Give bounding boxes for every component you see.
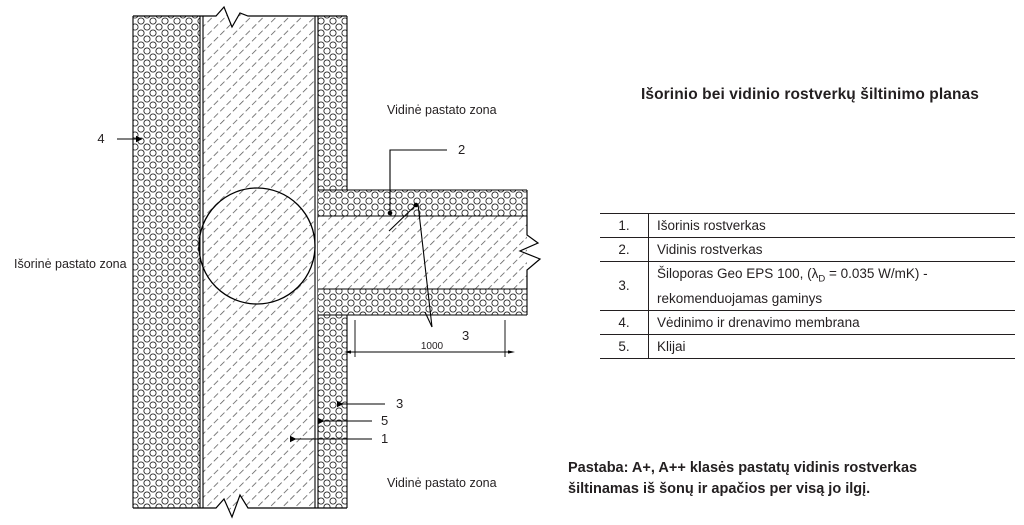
legend-number: 3. [600, 261, 649, 311]
legend-description-line2: rekomenduojamas gaminys [657, 290, 823, 306]
callout-3-upper-leader [388, 202, 419, 232]
legend-table: 1. Išorinis rostverkas 2. Vidinis rostve… [600, 213, 1015, 359]
legend-description: Vidinis rostverkas [657, 242, 763, 257]
legend-description-part: Šiloporas Geo EPS 100, ( [657, 266, 812, 281]
info-panel: Išorinio bei vidinio rostverkų šiltinimo… [560, 0, 1024, 525]
page-title: Išorinio bei vidinio rostverkų šiltinimo… [640, 86, 980, 103]
table-row: 1. Išorinis rostverkas [600, 213, 1015, 238]
outer-insulation-layer [133, 10, 200, 514]
lambda-subscript: D [818, 273, 826, 285]
zone-label-interior-top: Vidinė pastato zona [387, 103, 497, 117]
legend-number: 4. [600, 310, 649, 335]
dimension-1000-group: 1000 [343, 320, 516, 357]
beam-break-symbol [518, 216, 542, 289]
table-row: 5. Klijai [600, 334, 1015, 359]
zone-label-interior-bottom: Vidinė pastato zona [387, 476, 497, 490]
section-drawing-panel: 4 2 3 1000 3 5 [14, 5, 542, 519]
legend-number: 1. [600, 213, 649, 238]
legend-description-part: = 0.035 W/mK) - [825, 266, 928, 281]
table-row: 3. Šiloporas Geo EPS 100, (λD = 0.035 W/… [600, 261, 1016, 311]
callout-1-group: 1 [290, 431, 388, 446]
wall-top-break-symbol [133, 5, 347, 29]
beam-top-insulation [318, 190, 527, 216]
beam-bottom-insulation [318, 289, 527, 315]
legend-number: 2. [600, 237, 649, 262]
legend-description: Šiloporas Geo EPS 100, (λD = 0.035 W/mK)… [649, 262, 1016, 311]
callout-4-group: 4 [97, 131, 143, 146]
legend-description: Klijai [657, 338, 686, 354]
note-line-2: šiltinamas iš šonų ir apačios per visą j… [568, 481, 871, 497]
legend-description: Išorinis rostverkas [657, 218, 766, 233]
concrete-wall-core [203, 10, 315, 514]
table-row: 2. Vidinis rostverkas [600, 237, 1015, 262]
callout-5-label: 5 [381, 413, 388, 428]
callout-3-leader-hook [424, 311, 433, 328]
callout-3-long-leader [417, 203, 433, 328]
callout-2-group: 2 [387, 142, 465, 216]
note-block: Pastaba: A+, A++ klasės pastatų vidinis … [568, 458, 1024, 500]
beam-concrete-body [318, 216, 527, 289]
callout-3-beam-label: 3 [462, 328, 469, 343]
wall-bottom-break-symbol [133, 493, 347, 519]
lambda-symbol: λ [811, 266, 819, 281]
vertical-wall-assembly [133, 10, 347, 514]
wall-section-drawing: 4 2 3 1000 3 5 [14, 5, 542, 519]
table-row: 4. Vėdinimo ir drenavimo membrana [600, 310, 1015, 335]
legend-number: 5. [600, 334, 649, 359]
callout-3-lower-group: 3 [337, 396, 403, 411]
pile-circle [198, 187, 316, 305]
callout-2-leader [387, 149, 447, 216]
callout-5-group: 5 [318, 413, 388, 428]
callout-2-label: 2 [458, 142, 465, 157]
callout-1-label: 1 [381, 431, 388, 446]
zone-label-exterior: Išorinė pastato zona [14, 257, 127, 271]
callout-3-beam-group: 3 [388, 202, 469, 343]
dimension-1000-label: 1000 [421, 341, 444, 352]
callout-3-lower-label: 3 [396, 396, 403, 411]
note-line-1: Pastaba: A+, A++ klasės pastatų vidinis … [568, 460, 918, 476]
legend-description: Vėdinimo ir drenavimo membrana [657, 314, 860, 330]
horizontal-beam-assembly [318, 189, 542, 316]
callout-4-label: 4 [97, 131, 104, 146]
